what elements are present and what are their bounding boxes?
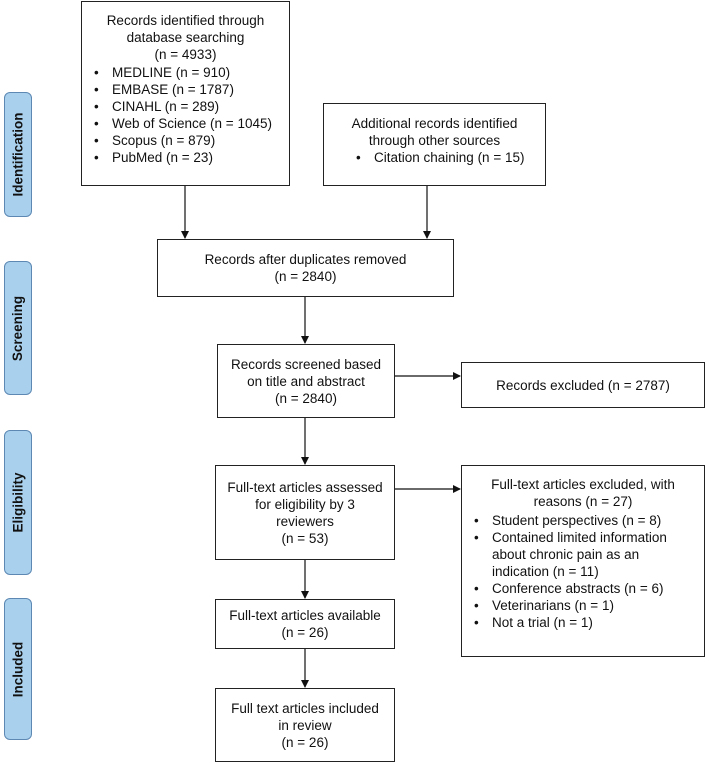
records-screened-line1: Records screened based <box>230 356 382 372</box>
included-review-count: (n = 26) <box>281 734 329 750</box>
stage-eligibility: Eligibility <box>4 430 32 575</box>
database-source-item: Web of Science (n = 1045) <box>82 115 289 132</box>
after-duplicates-count: (n = 2840) <box>274 269 337 284</box>
database-source-item: MEDLINE (n = 910) <box>82 64 289 81</box>
identified-other-line2: through other sources <box>368 133 501 148</box>
records-screened-line2: on title and abstract <box>247 373 365 389</box>
exclusion-reason-item: Veterinarians (n = 1) <box>462 597 698 614</box>
identified-database-count: (n = 4933) <box>154 47 217 62</box>
fulltext-excluded-line2: reasons (n = 27) <box>533 494 633 509</box>
database-source-item: CINAHL (n = 289) <box>82 98 289 115</box>
records-excluded-line1: Records excluded (n = 2787) <box>496 377 670 393</box>
stage-screening: Screening <box>4 261 32 395</box>
identified-database-line2: database searching <box>126 30 245 45</box>
identified-database-box: Records identified through database sear… <box>81 1 290 186</box>
exclusion-reason-item: Not a trial (n = 1) <box>462 614 698 631</box>
fulltext-excluded-line1: Full-text articles excluded, with <box>491 477 675 492</box>
database-source-list: MEDLINE (n = 910) EMBASE (n = 1787) CINA… <box>82 64 289 166</box>
records-screened-box: Records screened based on title and abst… <box>217 344 395 418</box>
exclusion-reason-item: Contained limited information about chro… <box>462 529 698 580</box>
fulltext-available-line1: Full-text articles available <box>229 608 381 623</box>
fulltext-excluded-box: Full-text articles excluded, with reason… <box>461 465 705 657</box>
fulltext-assessed-line2: for eligibility by 3 <box>255 496 355 512</box>
identified-other-sources-box: Additional records identified through ot… <box>323 103 546 186</box>
stage-included: Included <box>4 598 32 740</box>
included-review-line1: Full text articles included <box>231 700 379 716</box>
fulltext-assessed-count: (n = 53) <box>281 530 329 546</box>
after-duplicates-box: Records after duplicates removed (n = 28… <box>157 239 454 297</box>
database-source-item: PubMed (n = 23) <box>82 149 289 166</box>
fulltext-assessed-box: Full-text articles assessed for eligibil… <box>215 465 395 560</box>
identified-database-line1: Records identified through <box>106 13 265 28</box>
identified-other-line1: Additional records identified <box>351 116 518 131</box>
fulltext-assessed-line1: Full-text articles assessed <box>227 479 383 495</box>
records-excluded-box: Records excluded (n = 2787) <box>461 362 705 408</box>
records-screened-count: (n = 2840) <box>275 390 337 406</box>
other-source-list: Citation chaining (n = 15) <box>344 149 545 166</box>
fulltext-assessed-line3: reviewers <box>276 513 334 529</box>
included-review-line2: in review <box>278 717 332 733</box>
stage-identification: Identification <box>4 92 32 217</box>
database-source-item: Scopus (n = 879) <box>82 132 289 149</box>
after-duplicates-line1: Records after duplicates removed <box>204 252 407 267</box>
database-source-item: EMBASE (n = 1787) <box>82 81 289 98</box>
exclusion-reason-list: Student perspectives (n = 8) Contained l… <box>462 512 704 631</box>
exclusion-reason-item: Student perspectives (n = 8) <box>462 512 698 529</box>
exclusion-reason-item: Conference abstracts (n = 6) <box>462 580 698 597</box>
fulltext-available-count: (n = 26) <box>281 625 329 640</box>
other-source-item: Citation chaining (n = 15) <box>344 149 545 166</box>
fulltext-available-box: Full-text articles available (n = 26) <box>215 599 395 649</box>
included-review-box: Full text articles included in review (n… <box>215 688 395 762</box>
